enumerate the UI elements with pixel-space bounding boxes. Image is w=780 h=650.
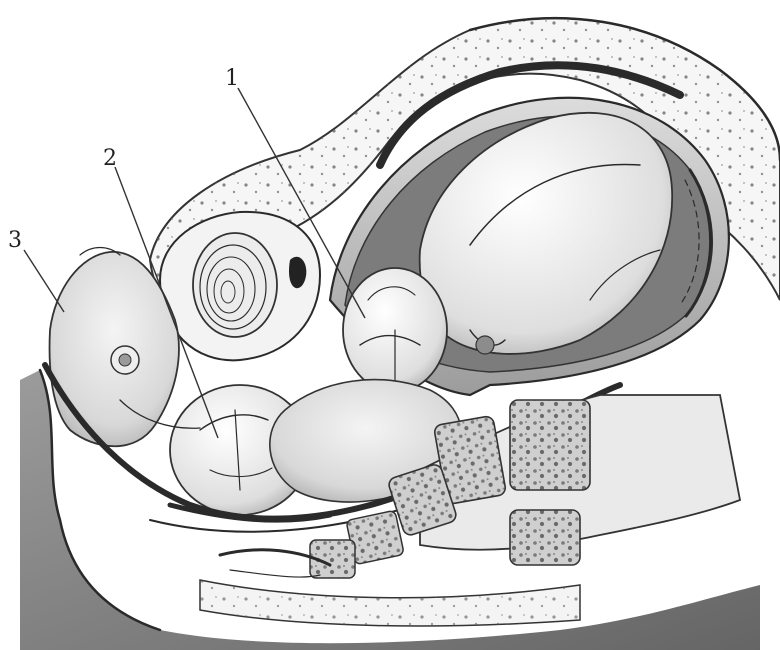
leader-line-3 <box>24 250 64 312</box>
lower-tissue <box>200 580 580 626</box>
label-3: 3 <box>8 228 22 253</box>
bladder <box>160 212 320 360</box>
fetal-head <box>343 268 447 392</box>
label-2: 2 <box>103 146 117 171</box>
label-1: 1 <box>225 66 239 91</box>
